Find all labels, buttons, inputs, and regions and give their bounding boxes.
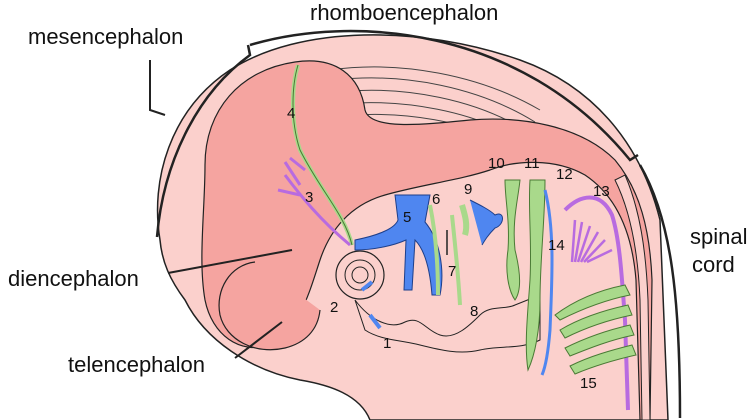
label-nerve-7: 7 [448,263,456,280]
nerve-12-hypoglossal [540,189,554,376]
label-nerve-3: 3 [305,189,313,206]
nerve-5-trigeminal [354,194,443,296]
label-nerve-9: 9 [464,181,472,198]
label-nerve-14: 14 [548,237,565,254]
label-diencephalon: diencephalon [8,266,139,291]
nerve-2-optic [360,280,374,292]
nerve-11-accessory [525,179,546,372]
label-nerve-13: 13 [593,183,610,200]
nerve-1-olfactory [368,313,382,330]
bracket-rhombencephalon [249,29,639,162]
diencephalon-leader [167,249,293,274]
label-nerve-5: 5 [403,209,411,226]
label-rhombencephalon: rhomboencephalon [310,0,498,25]
label-nerve-10: 10 [488,155,505,172]
label-spinal-cord-line1: spinal [690,224,747,249]
bracket-spinal-cord [638,164,682,419]
bracket-leaders [149,60,166,116]
nerve-7-facial [450,214,462,306]
label-telencephalon: telencephalon [68,352,205,377]
label-nerve-12: 12 [556,166,573,183]
label-spinal-cord-line2: cord [692,252,735,277]
pharyngeal-arches [354,294,541,353]
region-brackets [155,29,682,419]
label-nerve-11: 11 [524,155,540,172]
nerve-9-glossopharyngeal [469,199,503,246]
nerve-6-abducens [428,204,440,296]
spinal-cord-channel [614,174,651,420]
eye-optic-cup [335,250,385,300]
bracket-mesencephalon [155,44,252,238]
nerve-14-fan [570,219,613,264]
telencephalon-leader [234,321,283,359]
nerve-15-spinal-ganglia [554,284,637,375]
nerve-3-oculomotor [277,156,351,247]
label-nerve-1: 1 [383,335,391,352]
label-nerve-6: 6 [432,191,440,208]
nerve-4-outline [292,64,353,246]
label-nerve-2: 2 [330,299,338,316]
telencephalon-bulge [218,261,321,351]
label-nerve-15: 15 [580,375,597,392]
nerve-8-vestibulocochlear [459,204,470,236]
label-mesencephalon: mesencephalon [28,24,183,49]
nerve-10-vagus [504,179,521,301]
label-nerve-8: 8 [470,303,478,320]
label-nerve-4: 4 [287,105,295,122]
